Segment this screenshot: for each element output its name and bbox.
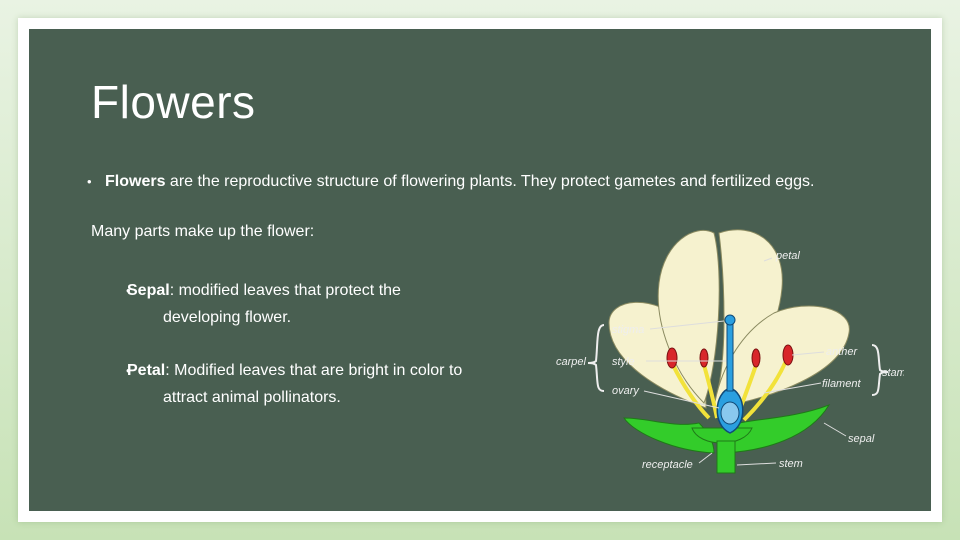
term-petal: Petal	[127, 362, 166, 379]
sub-bullet-sepal: • Sepal: modified leaves that protect th…	[126, 277, 526, 331]
slide-title: Flowers	[91, 76, 256, 128]
label-ovary: ovary	[612, 385, 640, 397]
leader-lines	[643, 257, 847, 466]
bullet-dot: •	[87, 174, 92, 189]
desc-sepal-2: developing flower.	[163, 309, 292, 326]
intro-text: Many parts make up the flower:	[91, 223, 315, 240]
style-shape	[726, 322, 734, 392]
term-sepal: Sepal	[127, 282, 170, 299]
desc-petal-2: attract animal pollinators.	[163, 389, 341, 406]
desc-sepal-1: : modified leaves that protect the	[169, 282, 401, 299]
label-filament: filament	[822, 378, 861, 390]
label-stigma: stigma	[612, 324, 644, 336]
label-receptacle: receptacle	[642, 459, 693, 471]
bullet-text-flowers: are the reproductive structure of flower…	[165, 173, 815, 190]
label-stem: stem	[779, 458, 803, 470]
slide-canvas: Flowers • Flowers are the reproductive s…	[29, 29, 931, 511]
flower-diagram: petal stigma carpel style ovary anther s…	[556, 229, 904, 474]
carpel-brace	[587, 324, 605, 392]
stamen-brace	[871, 344, 889, 396]
label-petal: petal	[775, 250, 800, 262]
stem-shape	[716, 440, 736, 474]
bullet-dot: •	[126, 283, 131, 298]
desc-petal-1: : Modified leaves that are bright in col…	[165, 362, 463, 379]
sub-bullet-petal: • Petal: Modified leaves that are bright…	[126, 357, 526, 411]
bullet-flowers: • Flowers are the reproductive structure…	[87, 171, 895, 192]
bullet-term-flowers: Flowers	[105, 173, 166, 190]
stigma-shape	[724, 314, 736, 326]
label-stamen: stamen	[882, 367, 904, 379]
label-anther: anther	[826, 346, 859, 358]
label-style: style	[612, 356, 635, 368]
ovule-shape	[720, 401, 740, 425]
bullet-dot: •	[126, 363, 131, 378]
label-sepal: sepal	[848, 433, 875, 445]
anthers	[666, 344, 794, 369]
label-carpel: carpel	[556, 356, 587, 368]
